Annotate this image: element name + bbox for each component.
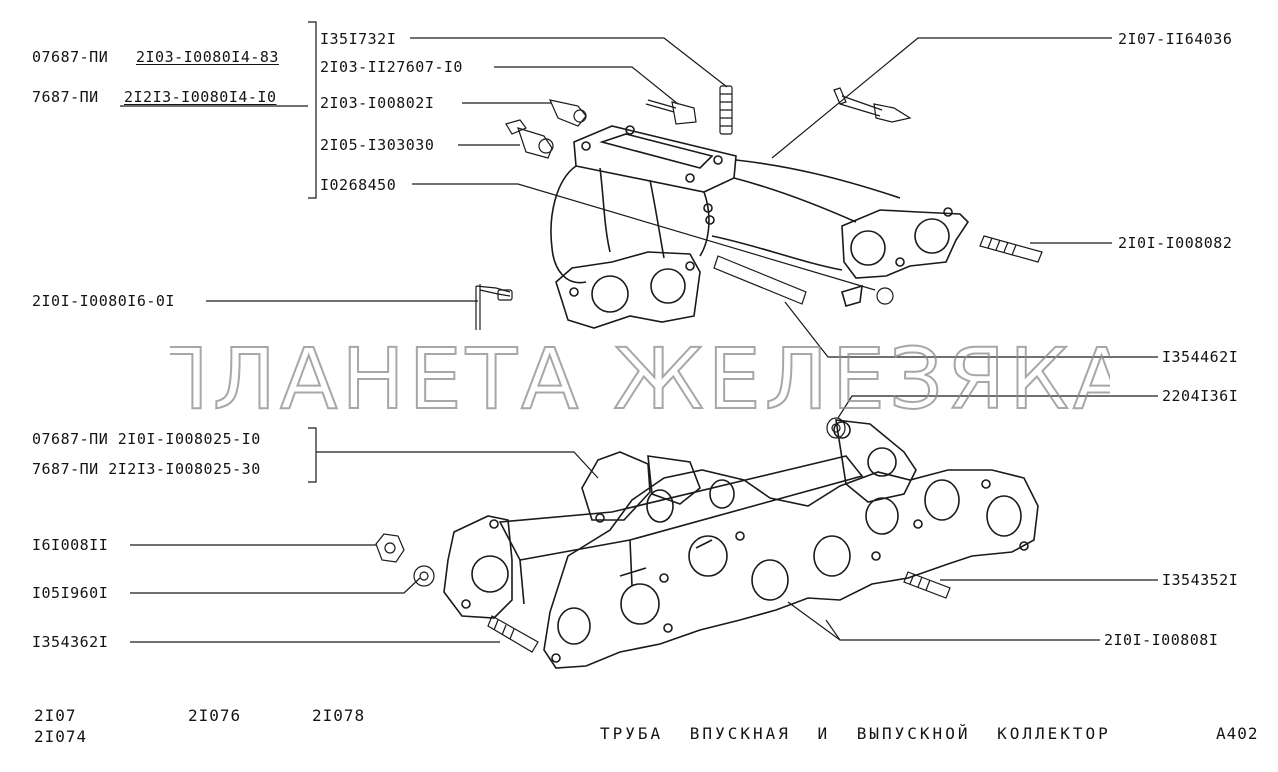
model-21076: 2I076 xyxy=(188,706,242,725)
union-2103-1008021 xyxy=(548,99,587,127)
leader-135i732i xyxy=(410,37,728,88)
nut-16100811 xyxy=(375,533,405,563)
valve-2105-1303030 xyxy=(505,119,554,159)
watermark-text: ПЛАНЕТА ЖЕЛЕЗЯКА xyxy=(170,330,1110,420)
leader-2101-1008081 xyxy=(825,619,1100,641)
label-13543521: I354352I xyxy=(1162,571,1239,589)
leader-13544621 xyxy=(784,301,1158,358)
model-21078: 2I078 xyxy=(312,706,366,725)
label-22041361: 2204I36I xyxy=(1162,387,1239,405)
stud-13544621 xyxy=(713,255,807,305)
svg-text:ПЛАНЕТА ЖЕЛЕЗЯКА: ПЛАНЕТА ЖЕЛЕЗЯКА xyxy=(170,330,1110,420)
stud-13543621 xyxy=(487,615,539,653)
label-135i732i: I35I732I xyxy=(320,30,397,48)
leader-lower-manifold xyxy=(316,451,599,479)
page-title: ТРУБА ВПУСКНАЯ И ВЫПУСКНОЙ КОЛЛЕКТОР xyxy=(600,724,1111,743)
leader-10519601 xyxy=(130,577,421,594)
label-07687-part: 2I03-I0080I4-83 xyxy=(136,48,279,66)
stud-2101-1008082 xyxy=(979,235,1043,263)
label-07687-prefix: 07687-ПИ xyxy=(32,48,109,66)
label-2105-1303030: 2I05-I303030 xyxy=(320,136,435,154)
label-2103-1008021: 2I03-I00802I xyxy=(320,94,435,112)
label-2103-1127607: 2I03-II27607-I0 xyxy=(320,58,463,76)
leader-22041361 xyxy=(837,395,1158,419)
leader-10268450 xyxy=(412,183,876,291)
intake-pipe xyxy=(550,125,970,329)
page-code: А402 xyxy=(1216,724,1259,743)
label-2101-1008081: 2I0I-I00808I xyxy=(1104,631,1219,649)
model-21074: 2I074 xyxy=(34,727,88,746)
label-07687-bottom: 07687-ПИ 2I0I-I008025-I0 xyxy=(32,430,261,448)
label-13544621: I354462I xyxy=(1162,348,1239,366)
plug-10268450 xyxy=(876,287,894,305)
washer-22041361 xyxy=(826,417,846,439)
stud-135i732i xyxy=(719,85,733,135)
leader-2103-1127607 xyxy=(494,66,679,105)
leader-2107-1164036 xyxy=(771,37,1112,159)
stud-13543521 xyxy=(903,571,951,599)
model-2107: 2I07 xyxy=(34,706,77,725)
leader-2101-1008081-b xyxy=(787,601,841,641)
label-10519601: I05I960I xyxy=(32,584,109,602)
label-2101-1008016: 2I0I-I0080I6-0I xyxy=(32,292,175,310)
tube-2101-1008016 xyxy=(475,284,513,330)
fitting-2103-1127607 xyxy=(645,99,697,125)
bolt-2107-1164036 xyxy=(833,87,912,123)
label-7687-bottom: 7687-ПИ 2I2I3-I008025-30 xyxy=(32,460,261,478)
label-7687-prefix: 7687-ПИ xyxy=(32,88,99,106)
label-2101-1008082: 2I0I-I008082 xyxy=(1118,234,1233,252)
bracket-lower-group xyxy=(308,427,317,483)
label-10268450: I0268450 xyxy=(320,176,397,194)
bracket-upper-group xyxy=(308,21,317,199)
label-16100811: I6I008II xyxy=(32,536,109,554)
exhaust-manifold xyxy=(443,419,1039,669)
label-13543621: I354362I xyxy=(32,633,109,651)
label-2107-1164036: 2I07-II64036 xyxy=(1118,30,1233,48)
label-7687-part: 2I2I3-I0080I4-I0 xyxy=(124,88,277,106)
washer-10519601 xyxy=(413,565,435,587)
